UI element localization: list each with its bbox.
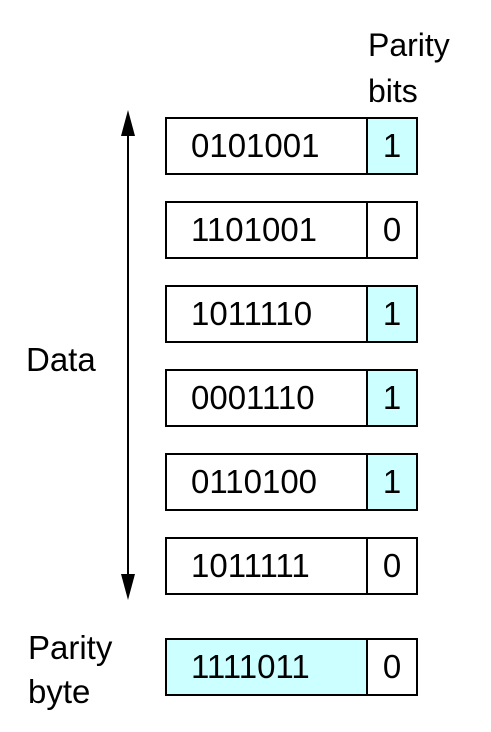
data-row: 1011110 1 [165,285,418,343]
data-row: 0101001 1 [165,117,418,175]
data-row: 0001110 1 [165,369,418,427]
parity-bit: 1 [368,371,416,425]
parity-bit: 1 [368,119,416,173]
data-row: 0110100 1 [165,453,418,511]
parity-bit: 0 [382,211,402,248]
data-label: Data [26,341,96,378]
parity-bits-header: Parity bits [368,22,478,114]
parity-byte-row: 1111011 0 [165,638,418,696]
parity-bit: 1 [368,287,416,341]
data-range-arrow [121,110,135,600]
data-bits: 0110100 [167,455,368,509]
header-line-1: Parity [368,27,450,63]
parity-byte-label: Parity byte [28,626,112,714]
header-line-2: bits [368,73,418,109]
parity-byte-bits: 1111011 [167,640,368,694]
data-bits: 0001110 [167,371,368,425]
parity-label-line-2: byte [28,673,91,710]
data-row: 1011111 0 [165,537,418,595]
data-bits: 1011110 [167,287,368,341]
parity-bit: 0 [382,547,402,584]
data-bits: 0101001 [167,119,368,173]
arrow-head-down [121,574,135,600]
data-bits: 1101001 [167,203,368,257]
parity-label-line-1: Parity [28,629,113,666]
data-row: 1101001 0 [165,201,418,259]
parity-bit: 1 [368,455,416,509]
parity-byte-bit: 0 [382,648,402,685]
data-bits: 1011111 [167,539,368,593]
arrow-head-up [121,110,135,136]
